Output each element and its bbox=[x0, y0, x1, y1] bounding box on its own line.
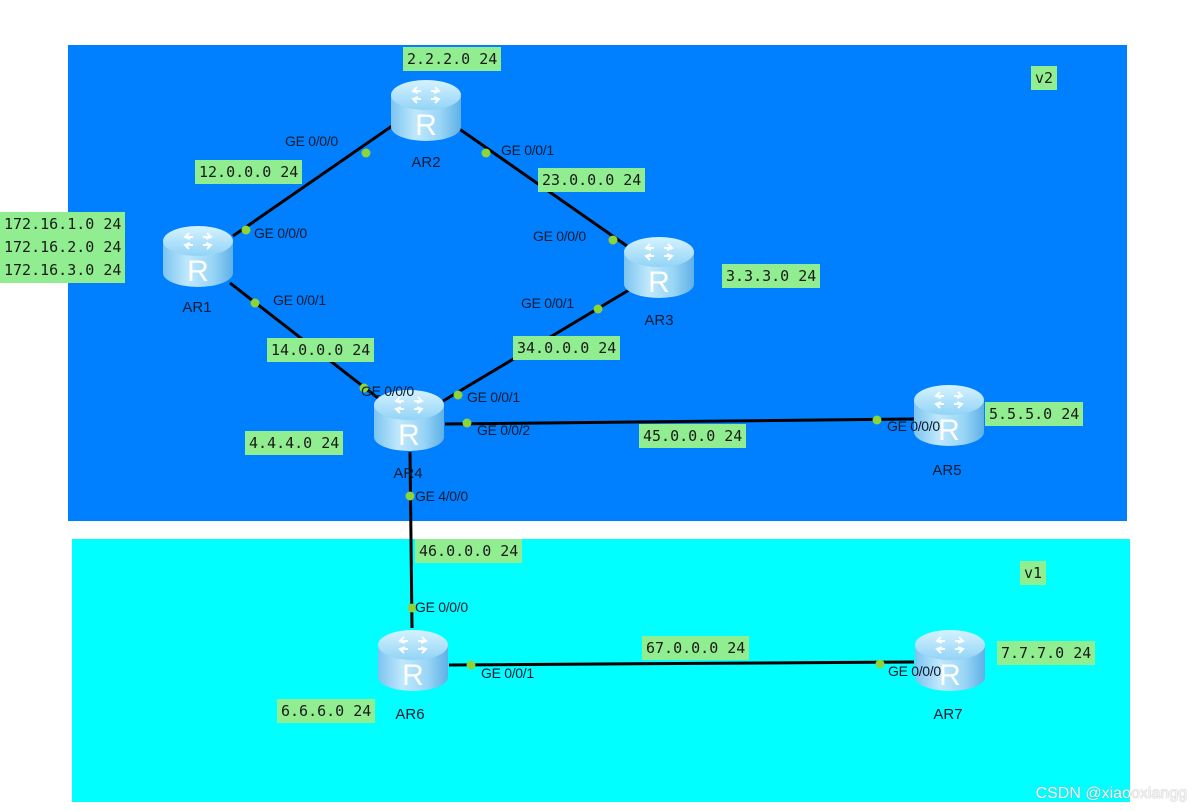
router-label-ar4: AR4 bbox=[393, 465, 423, 482]
router-icon bbox=[912, 382, 986, 448]
iface-label-ar1-g001: GE 0/0/1 bbox=[273, 292, 326, 308]
router-label-ar7: AR7 bbox=[933, 706, 963, 723]
port-dot-ar2-g001[interactable] bbox=[481, 148, 491, 158]
link-ar1-ar2[interactable] bbox=[232, 124, 393, 238]
iface-label-ar2-g000: GE 0/0/0 bbox=[285, 133, 338, 149]
port-dot-ar2-g000[interactable] bbox=[361, 148, 371, 158]
network-label-link-45: 45.0.0.0 24 bbox=[639, 424, 747, 448]
iface-label-ar5-g000: GE 0/0/0 bbox=[887, 418, 940, 434]
network-label-link-14: 14.0.0.0 24 bbox=[267, 338, 375, 362]
iface-label-ar4-g000: GE 0/0/0 bbox=[361, 383, 414, 399]
iface-label-ar3-g000: GE 0/0/0 bbox=[533, 228, 586, 244]
router-label-ar3: AR3 bbox=[644, 312, 674, 329]
router-ar2[interactable] bbox=[389, 77, 463, 143]
port-dot-ar3-g000[interactable] bbox=[608, 235, 618, 245]
link-ar4-ar5[interactable] bbox=[444, 417, 915, 426]
router-icon bbox=[913, 627, 987, 693]
link-ar6-ar7[interactable] bbox=[448, 660, 915, 667]
port-dot-ar1-g001[interactable] bbox=[250, 298, 260, 308]
router-ar3[interactable] bbox=[622, 234, 696, 300]
area-label-v2: v2 bbox=[1031, 66, 1058, 90]
network-label-ar2-loopback: 2.2.2.0 24 bbox=[403, 47, 502, 71]
router-label-ar6: AR6 bbox=[395, 706, 425, 723]
network-label-link-12: 12.0.0.0 24 bbox=[195, 160, 303, 184]
network-label-ar5-loopback: 5.5.5.0 24 bbox=[985, 402, 1084, 426]
port-dot-ar6-g000[interactable] bbox=[407, 603, 417, 613]
network-label-link-34: 34.0.0.0 24 bbox=[513, 336, 621, 360]
network-label-link-46: 46.0.0.0 24 bbox=[415, 539, 523, 563]
router-ar7[interactable] bbox=[913, 627, 987, 693]
port-dot-ar1-g000[interactable] bbox=[241, 225, 251, 235]
area-label-v1: v1 bbox=[1020, 561, 1047, 585]
router-label-ar2: AR2 bbox=[411, 154, 441, 171]
iface-label-ar7-g000: GE 0/0/0 bbox=[888, 663, 941, 679]
network-label-ar1-loopbacks: 172.16.1.0 24 172.16.2.0 24 172.16.3.0 2… bbox=[0, 212, 126, 283]
port-dot-ar3-g001[interactable] bbox=[593, 304, 603, 314]
router-icon bbox=[622, 234, 696, 300]
router-icon bbox=[376, 627, 450, 693]
iface-label-ar1-g000: GE 0/0/0 bbox=[254, 225, 307, 241]
network-label-ar3-loopback: 3.3.3.0 24 bbox=[722, 264, 821, 288]
iface-label-ar2-g001: GE 0/0/1 bbox=[501, 142, 554, 158]
iface-label-ar4-g400: GE 4/0/0 bbox=[415, 488, 468, 504]
router-ar6[interactable] bbox=[376, 627, 450, 693]
link-ar4-ar6[interactable] bbox=[408, 451, 414, 629]
router-icon bbox=[161, 223, 235, 289]
port-dot-ar5-g000[interactable] bbox=[872, 415, 882, 425]
network-label-link-67: 67.0.0.0 24 bbox=[642, 636, 750, 660]
watermark: CSDN @xiaooxiangg bbox=[1035, 785, 1187, 802]
port-dot-ar4-g002[interactable] bbox=[462, 418, 472, 428]
port-dot-ar4-g000[interactable] bbox=[359, 383, 369, 393]
port-dot-ar7-g000[interactable] bbox=[875, 659, 885, 669]
router-ar1[interactable] bbox=[161, 223, 235, 289]
iface-label-ar4-g002: GE 0/0/2 bbox=[477, 422, 530, 438]
iface-label-ar6-g001: GE 0/0/1 bbox=[481, 665, 534, 681]
network-label-link-23: 23.0.0.0 24 bbox=[538, 168, 646, 192]
port-dot-ar4-g400[interactable] bbox=[405, 491, 415, 501]
router-icon bbox=[389, 77, 463, 143]
router-label-ar5: AR5 bbox=[932, 462, 962, 479]
network-label-ar7-loopback: 7.7.7.0 24 bbox=[997, 641, 1096, 665]
iface-label-ar6-g000: GE 0/0/0 bbox=[415, 599, 468, 615]
port-dot-ar4-g001[interactable] bbox=[453, 390, 463, 400]
router-label-ar1: AR1 bbox=[182, 299, 212, 316]
network-label-ar6-loopback: 6.6.6.0 24 bbox=[277, 699, 376, 723]
network-label-ar4-loopback: 4.4.4.0 24 bbox=[245, 431, 344, 455]
iface-label-ar3-g001: GE 0/0/1 bbox=[521, 295, 574, 311]
port-dot-ar6-g001[interactable] bbox=[466, 660, 476, 670]
router-ar5[interactable] bbox=[912, 382, 986, 448]
iface-label-ar4-g001: GE 0/0/1 bbox=[467, 389, 520, 405]
